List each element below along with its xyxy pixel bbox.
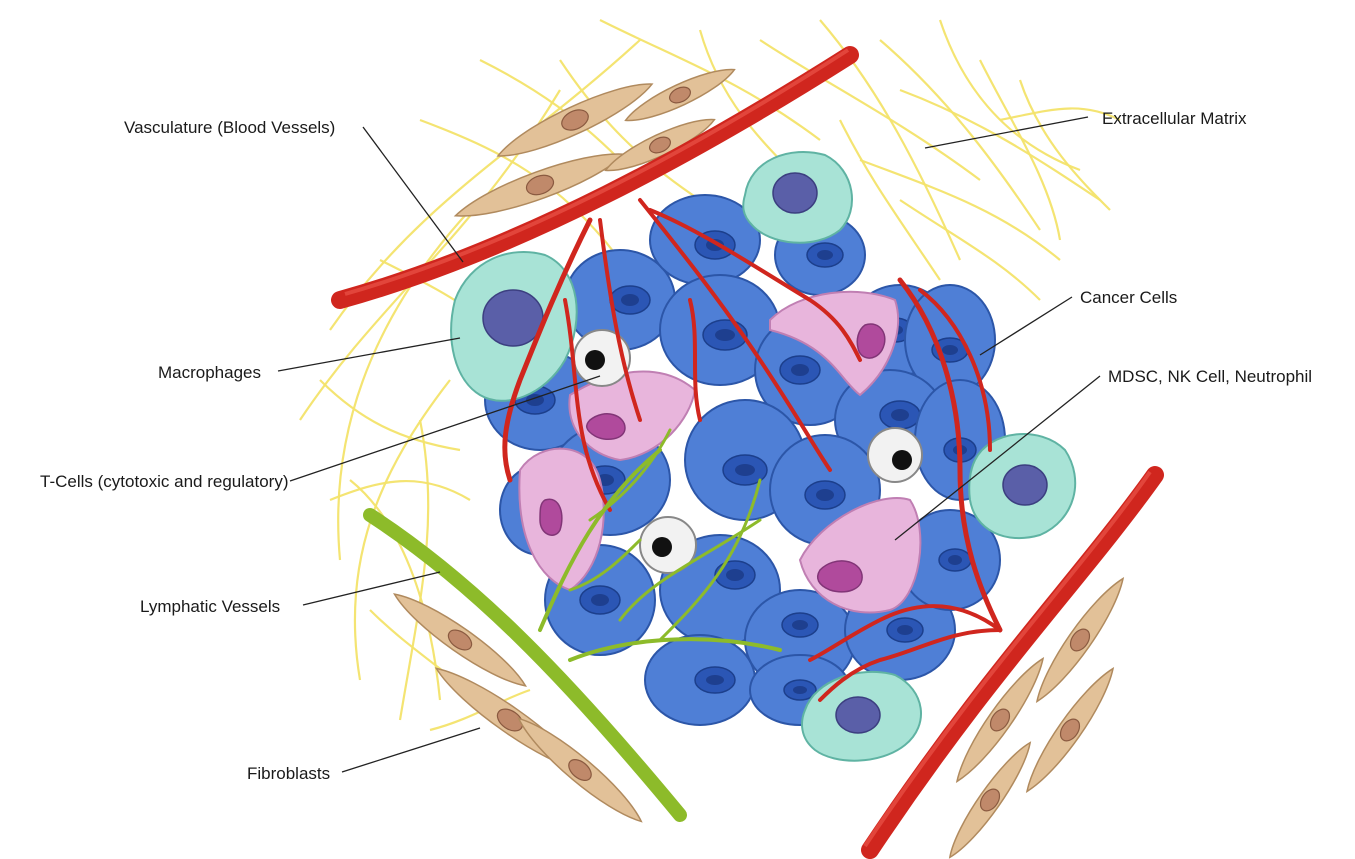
label-vasculature: Vasculature (Blood Vessels) [124, 118, 335, 137]
fibroblast-cell [511, 709, 649, 830]
label-lymphatic-vessels: Lymphatic Vessels [140, 597, 280, 616]
t-cell [868, 428, 922, 482]
fibroblast-cell [1028, 572, 1132, 708]
label-fibroblasts: Fibroblasts [247, 764, 330, 783]
label-t-cells: T-Cells (cytotoxic and regulatory) [40, 472, 288, 491]
leader-fibroblasts [342, 728, 480, 772]
macrophage-cell [743, 152, 852, 243]
label-macrophages: Macrophages [158, 363, 261, 382]
label-mdsc: MDSC, NK Cell, Neutrophil [1108, 367, 1312, 386]
fibroblast-cell [941, 737, 1039, 859]
leader-vasculature [363, 127, 463, 262]
leader-extracellular-matrix [925, 117, 1088, 148]
label-cancer-cells: Cancer Cells [1080, 288, 1177, 307]
macrophage-cell [969, 434, 1075, 538]
label-extracellular-matrix: Extracellular Matrix [1102, 109, 1247, 128]
cancer-cell [645, 635, 755, 725]
fibroblast-cell [451, 142, 629, 229]
